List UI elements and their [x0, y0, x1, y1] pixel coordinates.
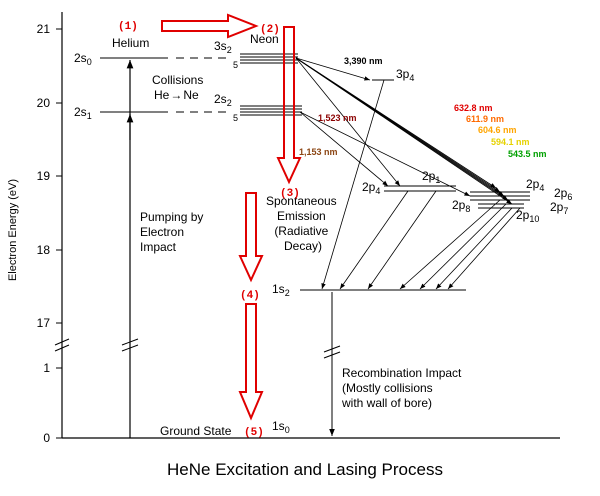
pumping-arrow-break: [121, 338, 139, 352]
wavelength-632: 632.8 nm: [454, 103, 493, 113]
wavelength-3390: 3,390 nm: [344, 56, 383, 66]
spontaneous-text: Spontaneous Emission (Radiative Decay): [266, 194, 340, 253]
diagram-title: HeNe Excitation and Lasing Process: [167, 460, 443, 479]
red-arrow-1: [161, 13, 259, 39]
ne-2p10-label: 2p10: [516, 208, 539, 224]
ne-3p4-label: 3p4: [396, 67, 414, 83]
ne-1s0-label: 1s0: [272, 419, 290, 435]
recombination-text: Recombination Impact (Mostly collisions …: [341, 366, 465, 410]
he-2s0-label: 2s0: [74, 51, 92, 67]
y-tick-19: 19: [37, 169, 51, 183]
y-axis-break: [54, 338, 70, 352]
y-tick-1: 1: [43, 361, 50, 375]
y-tick-marks: [56, 28, 62, 439]
ne-2s2-label: 2s2: [214, 92, 232, 108]
step-2: (2): [260, 24, 280, 36]
step-5: (5): [244, 427, 264, 439]
y-tick-0: 0: [43, 431, 50, 445]
ne-3s-levels: [240, 53, 298, 64]
collisions-text: Collisions: [152, 73, 203, 87]
mult-5-upper: 5: [233, 60, 238, 70]
wavelength-611: 611.9 nm: [466, 114, 504, 124]
y-axis-label: Electron Energy (eV): [7, 179, 19, 281]
helium-label: Helium: [112, 36, 149, 50]
y-tick-17: 17: [37, 316, 51, 330]
step-3: (3): [280, 188, 300, 200]
ne-2p8-label: 2p8: [452, 198, 470, 214]
y-tick-21: 21: [37, 22, 51, 36]
wavelength-1523: 1,523 nm: [318, 113, 357, 123]
wavelength-604: 604.6 nm: [478, 125, 517, 135]
ne-2p6-label: 2p6: [554, 186, 572, 202]
ne-1s2-label: 1s2: [272, 282, 290, 298]
ne-2p4-left-label: 2p4: [362, 180, 380, 196]
ne-3s2-label: 3s2: [214, 39, 232, 55]
he-2s1-label: 2s1: [74, 105, 92, 121]
mult-5-lower: 5: [233, 113, 238, 123]
neon-label: Neon: [250, 32, 279, 46]
y-tick-20: 20: [37, 96, 51, 110]
step-4: (4): [240, 290, 260, 302]
red-arrow-2: [276, 26, 302, 185]
red-arrow-3: [238, 192, 264, 283]
ne-2s-levels: [240, 105, 302, 116]
recombination-arrow-break: [323, 345, 341, 359]
wavelength-543: 543.5 nm: [508, 149, 547, 159]
wavelength-594: 594.1 nm: [491, 137, 530, 147]
wavelength-1153: 1,153 nm: [299, 147, 338, 157]
ne-2p4-right-label: 2p4: [526, 177, 544, 193]
transition-arrows: [295, 57, 521, 290]
he-to-ne-text: He→Ne: [154, 88, 199, 102]
pumping-text: Pumping by Electron Impact: [140, 210, 207, 254]
y-tick-18: 18: [37, 243, 51, 257]
step-1: (1): [118, 21, 138, 33]
red-arrow-4: [238, 303, 264, 421]
ne-2p7-label: 2p7: [550, 200, 568, 216]
ground-state-text: Ground State: [160, 424, 232, 438]
